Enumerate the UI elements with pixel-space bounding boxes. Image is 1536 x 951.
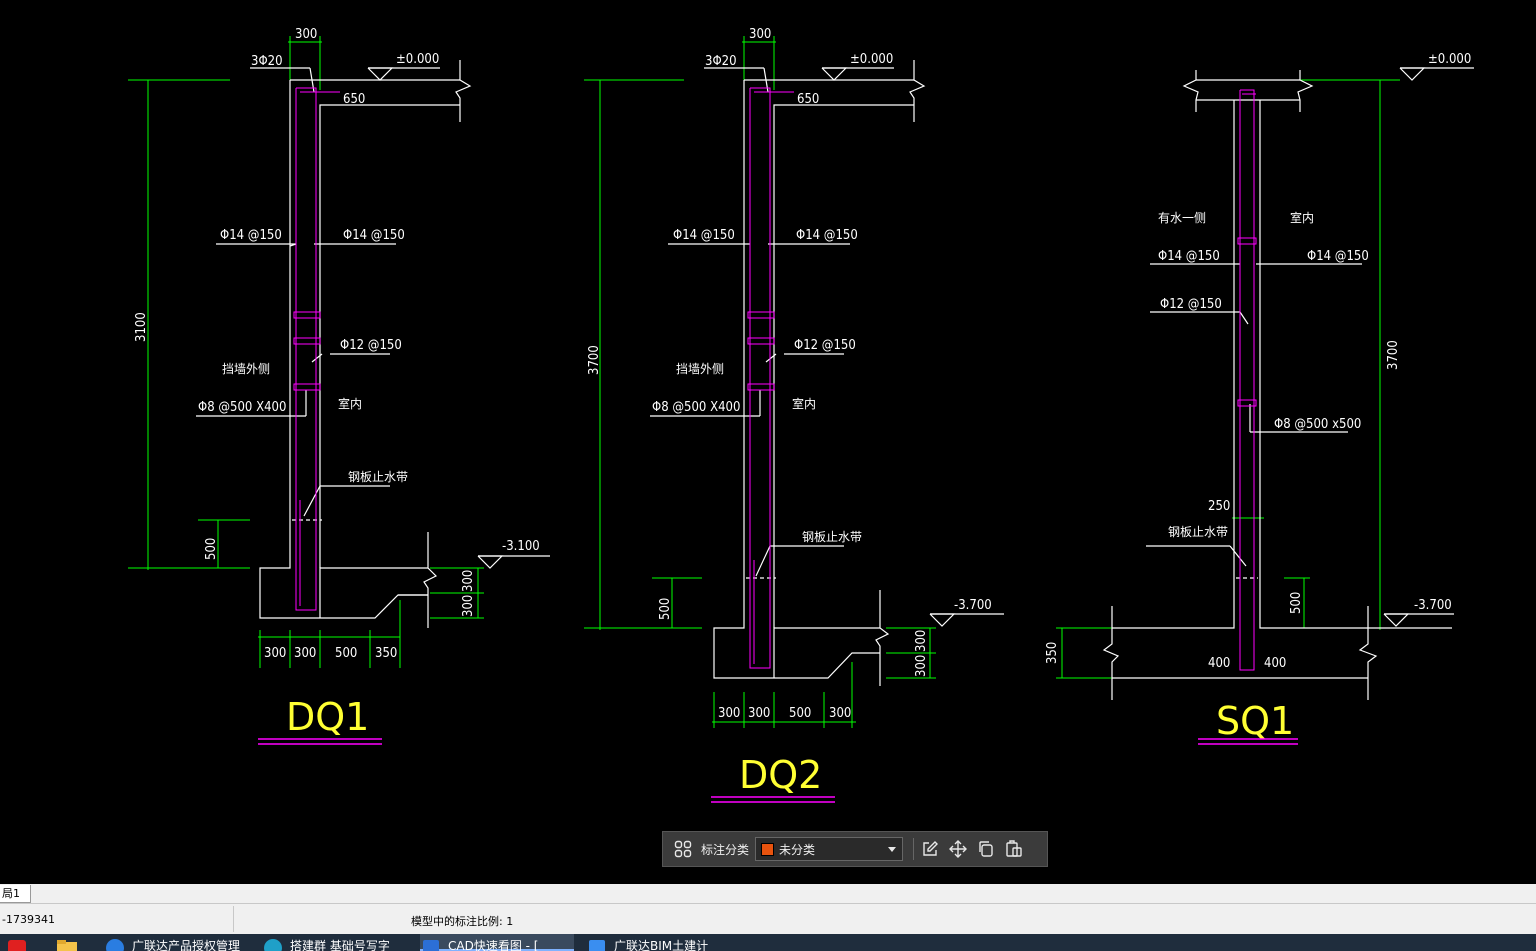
dq2-slab-dim: 650 xyxy=(797,92,819,107)
move-icon[interactable] xyxy=(944,835,972,863)
taskbar-item-app-red[interactable] xyxy=(6,934,34,951)
sq1-top-level: ±0.000 xyxy=(1428,52,1471,67)
sq1-slab-left: 400 xyxy=(1208,656,1230,671)
taskbar-item-cad-viewer[interactable]: CAD快速看图 - [ xyxy=(420,934,574,951)
sq1-rebar-in: Φ14 @150 xyxy=(1307,249,1369,264)
dq2-footing-h2: 300 xyxy=(914,655,929,677)
dq1-footing-h1: 300 xyxy=(461,570,476,592)
cad-drawing-canvas[interactable]: 3Φ20 300 ±0.000 650 3100 Φ14 @150 Φ14 @1… xyxy=(0,0,1536,884)
annotation-toolbar: 标注分类 未分类 xyxy=(662,831,1048,867)
dq1-waterstop-h: 500 xyxy=(204,538,219,560)
annotation-category-label: 标注分类 xyxy=(701,842,750,857)
folder-icon xyxy=(57,940,77,951)
chevron-down-icon xyxy=(887,843,897,857)
dq1-top-bar-label: 3Φ20 xyxy=(251,54,283,69)
bim-app-icon xyxy=(589,940,605,951)
dq1-rebar-in: Φ14 @150 xyxy=(343,228,405,243)
dq2-title: DQ2 xyxy=(739,753,822,797)
dq2-height-dim: 3700 xyxy=(587,345,602,375)
dq2-footing-dim-1: 300 xyxy=(718,706,740,721)
dq2-footing-dim-3: 500 xyxy=(789,706,811,721)
sq1-waterstop-h: 500 xyxy=(1289,592,1304,614)
dq2-bottom-level: -3.700 xyxy=(954,598,992,613)
sq1-title: SQ1 xyxy=(1216,699,1294,743)
sq1-tie: Φ8 @500 x500 xyxy=(1274,417,1361,432)
sq1-side-water: 有水一侧 xyxy=(1158,211,1206,225)
sq1-rebar-mid: Φ12 @150 xyxy=(1160,297,1222,312)
annotation-category-select[interactable]: 未分类 xyxy=(755,837,904,861)
dq1-top-level: ±0.000 xyxy=(396,52,439,67)
dq2-rebar-mid: Φ12 @150 xyxy=(794,338,856,353)
sq1-height-dim: 3700 xyxy=(1386,340,1401,370)
sq1-wall-thk-dim: 250 xyxy=(1208,499,1230,514)
taskbar-item-explorer[interactable] xyxy=(56,934,84,951)
dq2-side-out: 挡墙外侧 xyxy=(676,362,724,376)
dq1-slab-dim: 650 xyxy=(343,92,365,107)
dq1-height-dim: 3100 xyxy=(134,312,149,342)
taskbar-item-bim[interactable]: 广联达BIM土建计 xyxy=(586,934,708,951)
sq1-waterstop: 钢板止水带 xyxy=(1168,525,1228,539)
wall-section-sq1 xyxy=(1056,67,1474,700)
dq1-wall-thk-dim: 300 xyxy=(295,27,317,42)
dq1-footing-dim-2: 300 xyxy=(294,646,316,661)
paste-icon[interactable] xyxy=(1000,835,1028,863)
windows-taskbar: 广联达产品授权管理 搭建群 基础号写字 CAD快速看图 - [ 广联达BIM土建… xyxy=(0,934,1536,951)
dq2-rebar-in: Φ14 @150 xyxy=(796,228,858,243)
toolbar-separator xyxy=(913,838,915,860)
dq2-footing-h1: 300 xyxy=(914,630,929,652)
dq2-tie: Φ8 @500 X400 xyxy=(652,400,740,415)
wall-section-dq2 xyxy=(584,36,1004,728)
dq2-footing-dim-2: 300 xyxy=(748,706,770,721)
cad-viewer-icon xyxy=(423,940,439,951)
license-app-icon xyxy=(106,939,124,951)
dq2-top-bar-label: 3Φ20 xyxy=(705,54,737,69)
sq1-slab-right: 400 xyxy=(1264,656,1286,671)
status-bar: -1739341 模型中的标注比例: 1 xyxy=(0,904,1536,934)
dq1-waterstop: 钢板止水带 xyxy=(348,470,408,484)
dq2-side-in: 室内 xyxy=(792,396,816,411)
sq1-side-in: 室内 xyxy=(1290,210,1314,225)
sq1-slab-h: 350 xyxy=(1045,642,1060,664)
dq2-rebar-out: Φ14 @150 xyxy=(673,228,735,243)
taskbar-item-license-manager[interactable]: 广联达产品授权管理 xyxy=(104,934,240,951)
sq1-rebar-out: Φ14 @150 xyxy=(1158,249,1220,264)
dq1-rebar-out: Φ14 @150 xyxy=(220,228,282,243)
copy-icon[interactable] xyxy=(972,835,1000,863)
dq1-footing-dim-1: 300 xyxy=(264,646,286,661)
dq2-top-level: ±0.000 xyxy=(850,52,893,67)
dq2-waterstop: 钢板止水带 xyxy=(802,530,862,544)
dq2-wall-thk-dim: 300 xyxy=(749,27,771,42)
sq1-bottom-level: -3.700 xyxy=(1414,598,1452,613)
layout-tab-strip: 局1 xyxy=(0,884,1536,904)
dq1-title: DQ1 xyxy=(286,695,369,739)
category-select-value: 未分类 xyxy=(779,842,816,857)
tab-layout1[interactable]: 局1 xyxy=(0,885,31,903)
dq1-footing-dim-4: 350 xyxy=(375,646,397,661)
browser-icon xyxy=(264,939,282,951)
dq1-footing-h2: 300 xyxy=(461,595,476,617)
dq1-bottom-level: -3.100 xyxy=(502,539,540,554)
taskbar-item-browser[interactable]: 搭建群 基础号写字 xyxy=(262,934,390,951)
dq2-waterstop-h: 500 xyxy=(658,598,673,620)
dq1-footing-dim-3: 500 xyxy=(335,646,357,661)
annotation-scale-readout: 模型中的标注比例: 1 xyxy=(411,915,514,928)
status-divider xyxy=(233,906,234,932)
coordinate-readout: -1739341 xyxy=(2,913,55,926)
dq2-footing-dim-4: 300 xyxy=(829,706,851,721)
grid-icon[interactable] xyxy=(669,835,697,863)
app-red-icon xyxy=(8,940,26,951)
dq1-side-out: 挡墙外侧 xyxy=(222,362,270,376)
dq1-rebar-mid: Φ12 @150 xyxy=(340,338,402,353)
edit-icon[interactable] xyxy=(916,835,944,863)
category-color-swatch xyxy=(761,842,775,856)
wall-section-dq1 xyxy=(128,36,550,668)
dq1-side-in: 室内 xyxy=(338,396,362,411)
dq1-tie: Φ8 @500 X400 xyxy=(198,400,286,415)
